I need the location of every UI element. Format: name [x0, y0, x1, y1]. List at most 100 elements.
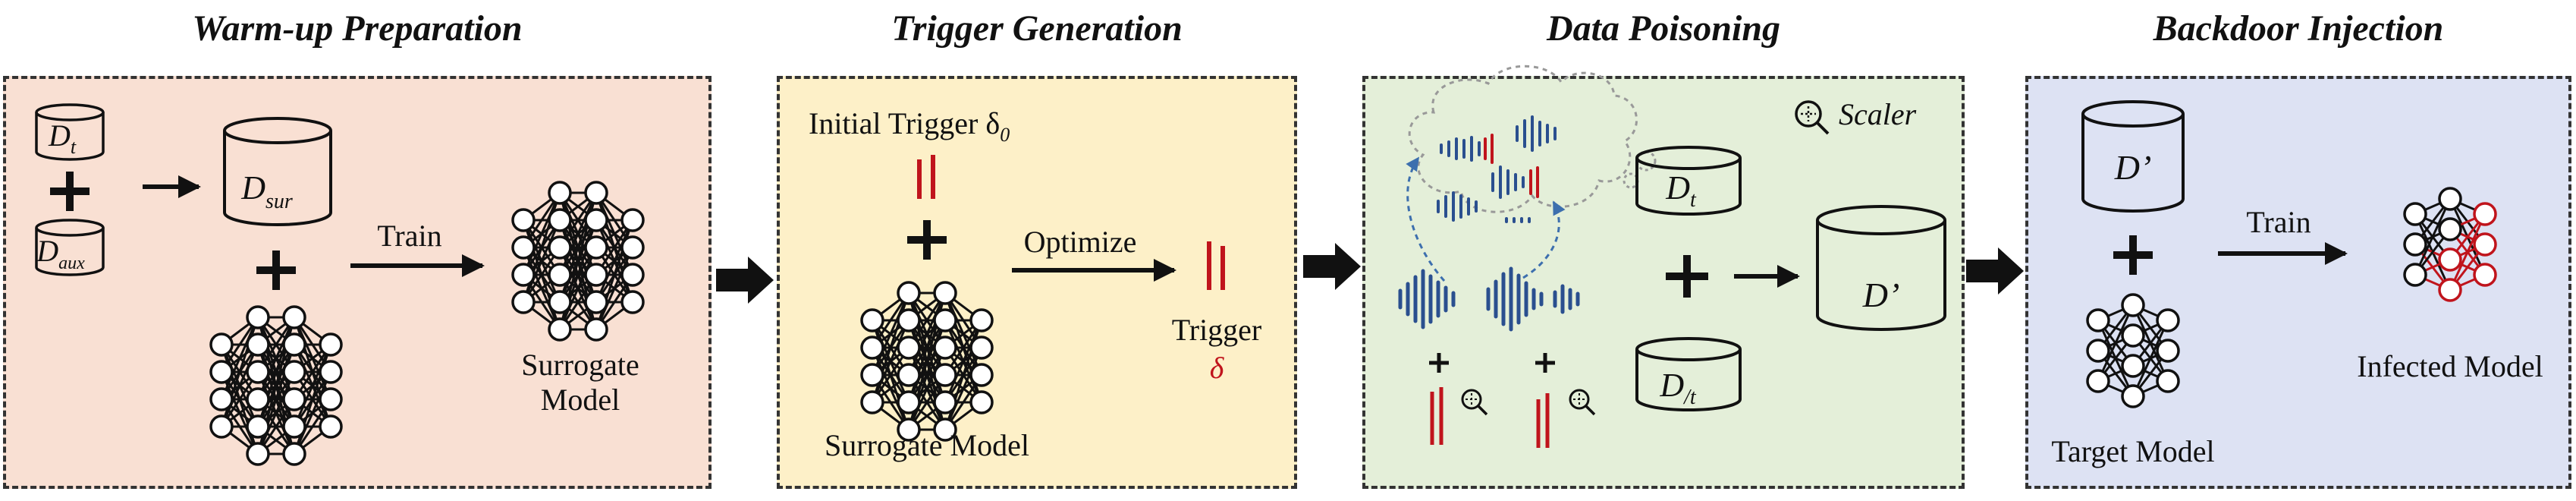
- network-node: [2156, 369, 2180, 393]
- dt-label: Dt: [1665, 169, 1697, 212]
- network-node: [246, 387, 270, 411]
- network-node: [584, 290, 608, 314]
- network-edge: [2097, 304, 2135, 382]
- network-node: [319, 360, 343, 384]
- surrogate-label-line2: Model: [541, 383, 620, 417]
- network-node: [620, 290, 645, 314]
- stage-title-warmup: Warm-up Preparation: [192, 8, 523, 49]
- plus-icon: [2113, 235, 2153, 275]
- clean-sample-waveforms: [1398, 266, 1580, 332]
- network-node: [933, 308, 957, 332]
- network-node: [584, 208, 608, 232]
- network-node: [897, 308, 921, 332]
- network-node: [511, 235, 536, 260]
- network-node: [897, 417, 921, 442]
- network-node: [2473, 202, 2497, 226]
- dataset-dsur-cylinder: Dsur: [223, 117, 332, 226]
- network-node: [246, 414, 270, 439]
- network-node: [209, 332, 234, 357]
- network-edge: [256, 317, 296, 400]
- optimized-trigger-icon: [1207, 241, 1225, 290]
- network-node: [2121, 354, 2145, 378]
- infected-network-icon: [2403, 187, 2497, 302]
- scaler-icon: [1795, 100, 1830, 135]
- dt-label: Dt: [48, 118, 77, 158]
- network-node: [319, 387, 343, 411]
- network-node: [2473, 232, 2497, 257]
- warmup-content: Dt Daux Dsur Train: [35, 103, 645, 466]
- trigger-label-line2: δ: [1210, 351, 1225, 385]
- surrogate-network-icon: [860, 281, 994, 442]
- plus-icon: [256, 250, 296, 290]
- network-node: [2121, 323, 2145, 348]
- stage-title-poison: Data Poisoning: [1546, 8, 1781, 49]
- network-node: [584, 317, 608, 342]
- network-node: [969, 336, 994, 360]
- trigger-content: Initial Trigger δ0 Surrogate Model Optim…: [809, 106, 1261, 462]
- trigger-label-line1: Trigger: [1172, 313, 1262, 347]
- network-edge: [558, 192, 598, 276]
- network-node: [2156, 308, 2180, 332]
- network-node: [969, 308, 994, 332]
- network-node: [2156, 339, 2180, 363]
- network-node: [2473, 263, 2497, 287]
- dprime-label: D’: [1862, 276, 1900, 314]
- network-node: [548, 263, 572, 287]
- poison-flow-arrow-right: [1522, 200, 1566, 279]
- network-node: [548, 290, 572, 314]
- network-node: [2086, 369, 2110, 393]
- network-node: [933, 417, 957, 442]
- network-edge: [293, 344, 332, 427]
- network-edge: [595, 219, 634, 303]
- network-node: [209, 414, 234, 439]
- network-node: [2403, 202, 2427, 226]
- plus-icon: [907, 220, 947, 260]
- scaler-label: Scaler: [1839, 97, 1917, 131]
- network-node: [860, 308, 884, 332]
- scaled-trigger-right: [1536, 393, 1550, 448]
- network-edge: [558, 247, 598, 330]
- train-label: Train: [2246, 205, 2311, 239]
- network-node: [246, 332, 270, 357]
- dsur-label: Dsur: [240, 169, 293, 213]
- dataset-dprime-cylinder: D’: [2081, 100, 2185, 213]
- network-node: [2438, 187, 2462, 211]
- injection-content: D’ Target Model Train Infected Model: [2051, 100, 2543, 468]
- network-node: [584, 181, 608, 205]
- network-node: [209, 360, 234, 384]
- plus-icon: [1666, 255, 1708, 298]
- network-node: [897, 390, 921, 414]
- plus-icon: [50, 172, 90, 211]
- network-node: [860, 363, 884, 387]
- network-edge: [220, 344, 259, 427]
- network-node: [620, 263, 645, 287]
- network-node: [511, 263, 536, 287]
- optimize-label: Optimize: [1024, 225, 1137, 259]
- plus-icon: [1429, 353, 1449, 373]
- poison-flow-arrow-left: [1406, 156, 1446, 282]
- network-edge: [2131, 320, 2169, 397]
- stage-arrow-1: [716, 257, 774, 304]
- network-node: [933, 390, 957, 414]
- network-edge: [907, 347, 947, 430]
- network-node: [897, 363, 921, 387]
- network-edge: [595, 247, 634, 330]
- train-label: Train: [377, 219, 441, 253]
- network-node: [860, 390, 884, 414]
- network-node: [933, 281, 957, 305]
- network-node: [897, 336, 921, 360]
- network-edge: [871, 320, 910, 403]
- zoom-icon: [1461, 389, 1488, 416]
- network-node: [548, 235, 572, 260]
- network-node: [933, 363, 957, 387]
- target-model-label: Target Model: [2051, 434, 2214, 468]
- surrogate-label-line1: Surrogate: [521, 348, 639, 382]
- target-network-icon: [2086, 293, 2180, 408]
- zoom-icon: [1569, 389, 1596, 416]
- dataset-dnt-cylinder: D/t: [1635, 337, 1742, 411]
- network-node: [282, 414, 306, 439]
- network-node: [511, 208, 536, 232]
- network-edge: [293, 371, 332, 455]
